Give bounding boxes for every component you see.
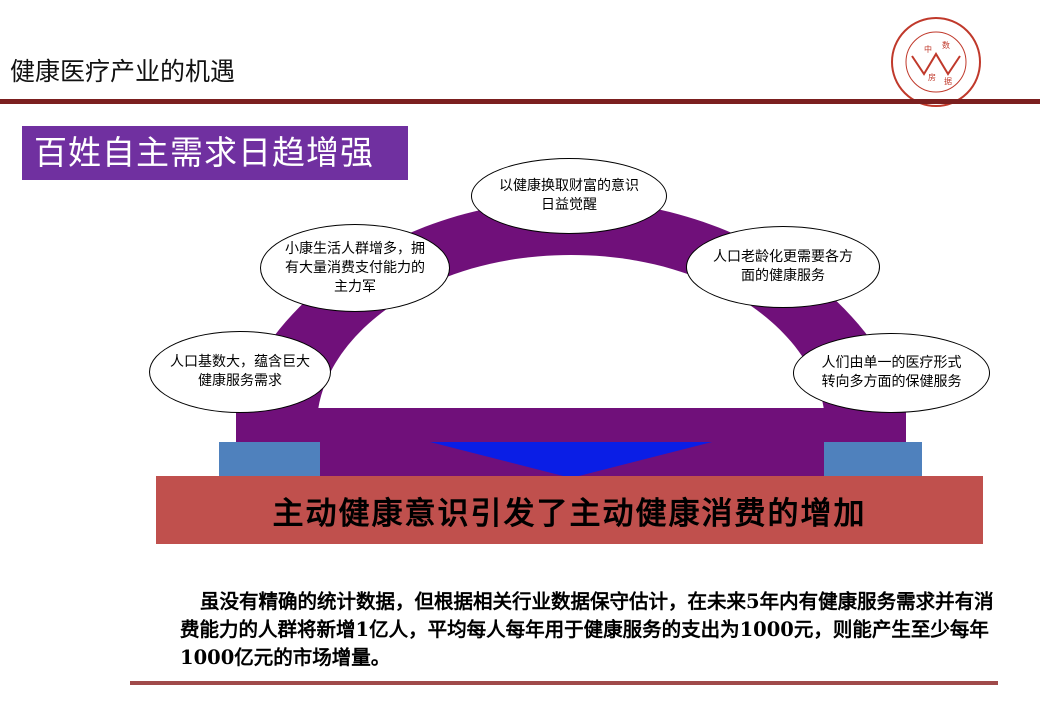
- bubble-awareness-line1: 以健康换取财富的意识: [499, 178, 639, 194]
- logo-char-4: 据: [944, 76, 952, 86]
- right-pillar: [824, 442, 922, 476]
- conclusion-box: 主动健康意识引发了主动健康消费的增加: [156, 476, 983, 544]
- logo-char-3: 房: [928, 72, 936, 82]
- logo-char-1: 中: [924, 44, 932, 54]
- bubble-wellbeing-group: 小康生活人群增多，拥 有大量消费支付能力的 主力军: [260, 224, 450, 312]
- bubble-wellbeing-line2: 有大量消费支付能力的: [285, 259, 425, 276]
- bubble-diversified-line1: 人们由单一的医疗形式: [821, 355, 962, 371]
- academy-logo: 中 数 房 据: [891, 17, 981, 107]
- bubble-awareness-line2: 日益觉醒: [541, 197, 597, 213]
- bubble-wellbeing-line3: 主力军: [334, 278, 376, 295]
- bubble-wellbeing-line1: 小康生活人群增多，拥: [285, 240, 425, 257]
- bubble-diversified-line2: 转向多方面的保健服务: [821, 374, 962, 390]
- page-title: 健康医疗产业的机遇: [10, 57, 236, 86]
- left-pillar: [219, 442, 320, 476]
- bubble-population: 人口基数大，蕴含巨大 健康服务需求: [149, 331, 331, 413]
- logo-char-2: 数: [942, 40, 950, 50]
- bubble-awareness: 以健康换取财富的意识 日益觉醒: [471, 158, 667, 234]
- title-divider: [0, 99, 1040, 104]
- bubble-population-line2: 健康服务需求: [198, 373, 282, 389]
- bubble-aging-line2: 面的健康服务: [741, 268, 825, 284]
- summary-paragraph: 虽没有精确的统计数据，但根据相关行业数据保守估计，在未来5年内有健康服务需求并有…: [180, 590, 994, 669]
- bubble-population-line1: 人口基数大，蕴含巨大: [170, 354, 310, 370]
- down-arrow: [430, 442, 712, 478]
- bubble-diversified: 人们由单一的医疗形式 转向多方面的保健服务: [793, 333, 990, 413]
- arch-inner: [318, 255, 824, 410]
- bottom-divider: [130, 681, 998, 685]
- bubble-aging-line1: 人口老龄化更需要各方: [713, 249, 853, 265]
- bubble-aging: 人口老龄化更需要各方 面的健康服务: [686, 226, 880, 308]
- section-banner: 百姓自主需求日趋增强: [22, 126, 408, 180]
